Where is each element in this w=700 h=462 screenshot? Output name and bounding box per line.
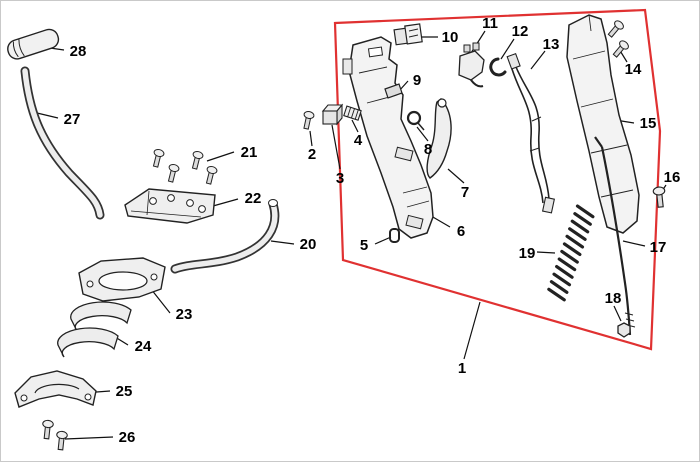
part-27-handlebar-tube: [20, 66, 105, 220]
part-label-28: 28: [70, 43, 87, 60]
part-label-27: 27: [64, 111, 81, 128]
part-19-spring: [547, 204, 595, 302]
part-label-19: 19: [519, 245, 536, 262]
part-11-stop-switch: [458, 42, 485, 88]
part-24-clamp-halves: [57, 301, 132, 358]
part-label-2: 2: [308, 146, 316, 163]
part-9-lock-tab: [384, 83, 403, 99]
part-23-clamp-bracket: [78, 257, 166, 302]
part-label-14: 14: [625, 61, 642, 78]
part-label-12: 12: [512, 23, 529, 40]
part-16-screw: [652, 185, 667, 209]
part-6-handle-housing-left: [342, 36, 434, 239]
part-20-handlebar-tube: [170, 199, 280, 274]
part-22-handle-bracket: [124, 188, 216, 224]
part-26-screws: [40, 419, 69, 451]
part-label-6: 6: [457, 223, 465, 240]
part-label-5: 5: [360, 237, 368, 254]
part-label-24: 24: [135, 338, 152, 355]
part-4-spring: [343, 105, 362, 121]
part-21-screws: [150, 147, 219, 186]
part-label-23: 23: [176, 306, 193, 323]
part-label-22: 22: [245, 190, 262, 207]
part-13-wiring-harness: [506, 52, 555, 214]
part-28-handle-grip: [7, 28, 60, 60]
part-label-16: 16: [664, 169, 681, 186]
part-label-11: 11: [482, 15, 498, 32]
part-label-20: 20: [300, 236, 317, 253]
leader-lines: [36, 30, 667, 440]
part-label-10: 10: [442, 29, 459, 46]
part-17-throttle-rod: [594, 136, 636, 336]
part-label-15: 15: [640, 115, 657, 132]
part-label-4: 4: [354, 132, 363, 149]
part-label-18: 18: [605, 290, 622, 307]
part-label-25: 25: [116, 383, 133, 400]
part-label-7: 7: [461, 184, 469, 201]
part-2-screw: [300, 110, 316, 131]
part-label-1: 1: [458, 360, 466, 377]
part-label-9: 9: [413, 72, 421, 89]
part-label-3: 3: [336, 170, 344, 187]
part-3-slider-block: [321, 103, 344, 126]
part-14-screws: [605, 18, 631, 60]
part-label-26: 26: [119, 429, 136, 446]
part-7-throttle-trigger: [426, 98, 452, 179]
part-15-handle-housing-right: [566, 14, 640, 234]
part-10-switch-block: [393, 23, 423, 46]
part-8-ring-clip: [406, 110, 425, 131]
part-25-clamp-base: [14, 370, 97, 408]
part-5-clip: [389, 228, 400, 243]
part-18-nut: [617, 322, 631, 338]
assembly-highlight-outline: [333, 8, 662, 351]
part-label-13: 13: [543, 36, 560, 53]
part-label-8: 8: [424, 141, 432, 158]
part-label-21: 21: [241, 144, 258, 161]
part-12-hook-clip: [489, 57, 507, 77]
part-label-17: 17: [650, 239, 667, 256]
